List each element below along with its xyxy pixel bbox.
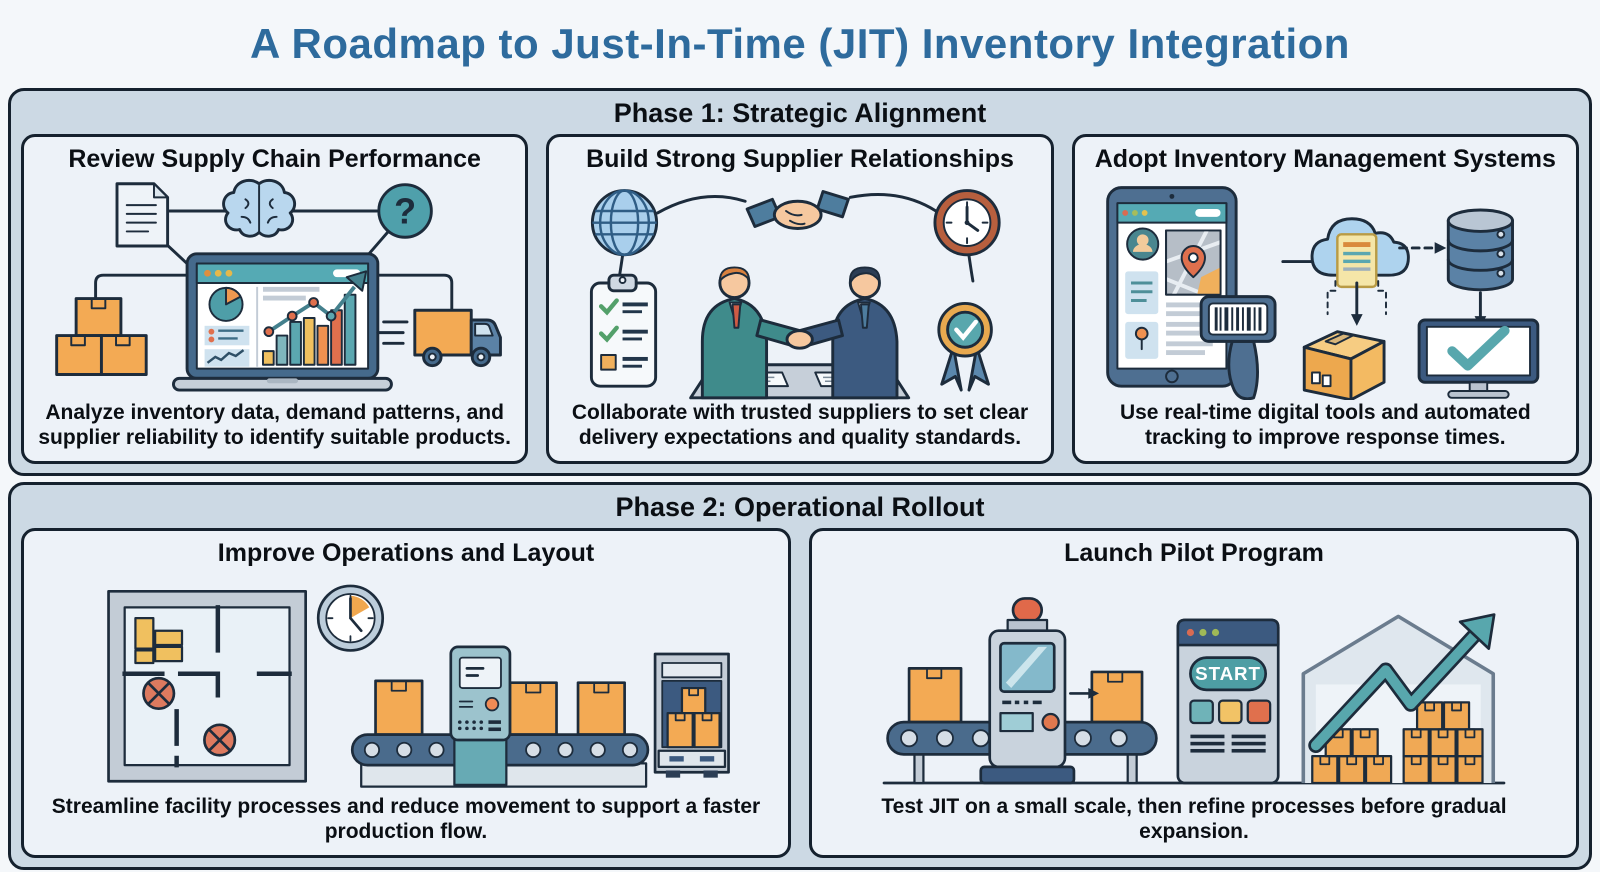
svg-text:?: ? [394,191,416,232]
checklist-icon [590,273,658,388]
laptop-analytics-dashboard-icon [171,252,393,392]
card-illustration: START [824,568,1564,794]
card-illustration [36,568,776,794]
card-illustration [561,174,1038,400]
phase-2-container: Phase 2: Operational Rollout Improve Ope… [8,482,1592,870]
cloud-sync-icon [1310,217,1410,289]
card-pilot-program: Launch Pilot Program [809,528,1579,858]
package-box-icon [1302,330,1386,400]
brain-icon [222,178,297,238]
phase-1-container: Phase 1: Strategic Alignment Review Supp… [8,88,1592,476]
conveyor-belt-icon [350,645,650,788]
card-illustration: ? [36,174,513,400]
card-title: Adopt Inventory Management Systems [1094,145,1556,173]
card-supplier-relationships: Build Strong Supplier Relationships [546,134,1054,464]
card-description: Use real-time digital tools and automate… [1119,400,1531,450]
question-mark-icon: ? [377,183,433,239]
card-description: Streamline facility processes and reduce… [51,794,761,844]
phase-1-label: Phase 1: Strategic Alignment [613,98,987,128]
conveyor-machine-icon [886,597,1158,785]
clock-icon [933,189,1001,257]
document-icon [115,182,170,248]
start-button-label: START [1195,663,1261,684]
floor-plan-icon [107,589,307,783]
handshake-icon [745,190,851,230]
card-operations-layout: Improve Operations and Layout [21,528,791,858]
globe-icon [591,189,659,257]
clock-icon [316,584,385,652]
card-description: Collaborate with trusted suppliers to se… [571,400,1029,450]
warehouse-growth-icon [1301,613,1496,785]
card-title: Launch Pilot Program [1064,539,1324,567]
card-illustration [1087,174,1564,400]
card-title: Build Strong Supplier Relationships [586,145,1014,173]
card-review-supply-chain: Review Supply Chain Performance [21,134,529,464]
tablet-app-icon [1105,186,1238,388]
inventory-boxes-icon [55,297,148,376]
barcode-scanner-icon [1199,295,1277,400]
businessmen-handshake-icon [689,266,911,400]
award-ribbon-icon [937,301,994,392]
page-title: A Roadmap to Just-In-Time (JIT) Inventor… [250,20,1350,67]
phase-2-cards: Improve Operations and Layout [11,528,1589,867]
monitor-checkmark-icon [1417,318,1539,399]
delivery-truck-icon [376,308,502,368]
card-description: Analyze inventory data, demand patterns,… [38,400,511,450]
phase-1-cards: Review Supply Chain Performance [11,134,1589,473]
database-icon [1446,208,1514,292]
loading-truck-icon [653,652,730,778]
card-inventory-systems: Adopt Inventory Management Systems [1071,134,1579,464]
start-panel-icon: START [1176,618,1280,785]
card-description: Test JIT on a small scale, then refine p… [881,794,1507,844]
card-title: Review Supply Chain Performance [68,145,481,173]
phase-2-label: Phase 2: Operational Rollout [615,492,985,522]
card-title: Improve Operations and Layout [217,539,595,567]
